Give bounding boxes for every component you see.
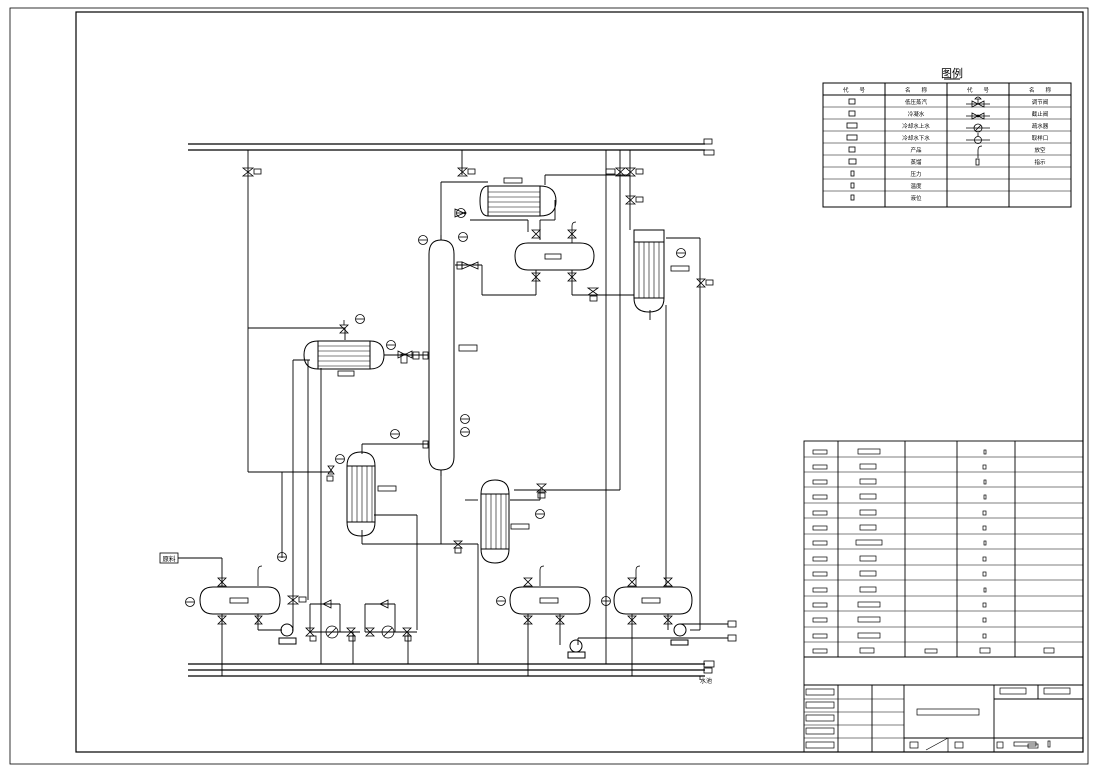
instrument-bubbles [185, 208, 686, 607]
legend-name-globe-valve: 截止阀 [1032, 110, 1049, 118]
legend-name-cw-supply: 冷却水上水 [902, 122, 930, 130]
instrument-bubble-icon [386, 340, 396, 350]
distillation-column [428, 235, 478, 476]
feed-preheater [303, 340, 385, 377]
feed-label: 原料 [163, 554, 177, 563]
instrument-bubble-icon [418, 235, 428, 245]
top-headers [188, 138, 715, 156]
reboiler [346, 451, 397, 537]
legend-header-code-1: 代 号 [843, 86, 866, 94]
feed-drum [199, 586, 281, 615]
legend-name-level: 液位 [910, 194, 922, 202]
pump-icon [567, 639, 586, 659]
globe-valve-icon [339, 324, 349, 334]
instrument-bubble-icon [390, 429, 400, 439]
legend-name-condensate: 冷凝水 [908, 110, 925, 118]
steam-trap-icon [325, 625, 339, 639]
instrument-bubble-icon [460, 414, 470, 424]
legend-name-vent: 放空 [1034, 146, 1046, 154]
instrument-bubble-icon [496, 596, 506, 606]
control-valve-icon [241, 167, 255, 177]
globe-valve-icon [586, 287, 600, 296]
top-condenser [479, 177, 557, 217]
legend-header-name-1: 名 称 [905, 86, 928, 94]
steam-trap-icon [381, 625, 395, 639]
pump-icon [278, 623, 297, 645]
control-valve-icon [624, 195, 637, 205]
top-product-drum [613, 586, 693, 615]
control-valve-icon [614, 167, 627, 177]
globe-valve-icon [452, 540, 464, 549]
top-product-cooler [633, 229, 690, 313]
legend-name-steam: 低压蒸汽 [905, 98, 928, 106]
globe-valve-icon [397, 350, 413, 359]
legend-name-product: 产品 [910, 146, 922, 154]
control-valve-icon [624, 167, 637, 177]
reflux-drum [514, 242, 595, 271]
control-valve-icon [696, 278, 706, 288]
instrument-bubble-icon [277, 552, 287, 562]
instrument-bubble-icon [535, 509, 545, 519]
instrument-bubble-icon [601, 596, 611, 606]
pump-icon [670, 623, 689, 646]
legend-name-sample-point: 取样口 [1032, 134, 1049, 142]
globe-valve-icon [966, 112, 990, 120]
bottom-product-cooler [480, 479, 530, 564]
instrument-bubble-icon [460, 427, 470, 437]
legend-name-indicator: 指示 [1034, 158, 1046, 166]
legend-title: 图例 [941, 66, 963, 80]
legend-name-steam-trap: 疏水器 [1032, 122, 1049, 130]
sample-point-icon [966, 133, 990, 144]
control-valve-icon [286, 595, 300, 605]
instrument-bubble-icon [355, 314, 365, 324]
instrument-bubble-icon [458, 232, 468, 242]
bottom-product-drum [509, 586, 591, 615]
title-block [803, 440, 1084, 753]
legend-name-control-valve: 调节阀 [1032, 98, 1049, 106]
legend-header-name-2: 名 称 [1029, 86, 1052, 94]
legend-name-pressure: 压力 [910, 170, 921, 178]
steam-trap-icon [966, 123, 990, 133]
valves [217, 167, 737, 642]
legend-name-cw-return: 冷却水下水 [902, 134, 930, 142]
instrument-bubble-icon [676, 248, 686, 258]
globe-valve-icon [535, 483, 548, 493]
feed-label-box: 原料 [159, 552, 179, 564]
control-valve-icon [456, 167, 469, 177]
piping [178, 150, 728, 676]
bottom-headers [188, 660, 715, 677]
instrument-bubble-icon [185, 597, 195, 607]
globe-valve-icon [461, 261, 479, 270]
globe-valve-icon [327, 465, 335, 475]
legend-table: 图例 代 号 名 称 代 号 名 称 低压蒸汽 冷凝水 冷却水上水 冷却水下水 … [822, 66, 1072, 208]
legend-name-distill: 蒸馏 [910, 158, 922, 166]
instrument-bubble-icon [335, 454, 345, 464]
control-valve-icon [966, 96, 990, 108]
legend-name-temperature: 温度 [910, 182, 922, 190]
drawing-frame [9, 7, 1089, 765]
legend-header-code-2: 代 号 [967, 86, 990, 94]
vent-icon [977, 145, 983, 158]
water-tank-label: 水池 [700, 677, 712, 685]
